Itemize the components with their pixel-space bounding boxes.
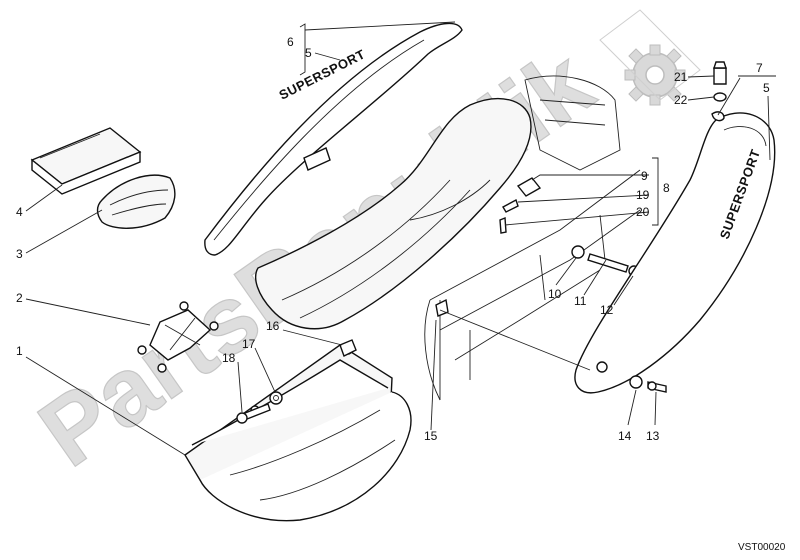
part-booklet [30, 127, 142, 195]
part-side-panel-right: SUPERSPORT [574, 111, 776, 394]
leader-lines [25, 21, 776, 456]
callout-12: 12 [600, 303, 614, 317]
part-bracket [137, 301, 219, 373]
callout-5-left: 5 [305, 46, 312, 60]
callout-9: 9 [641, 169, 648, 183]
callout-15: 15 [424, 429, 438, 443]
callout-17: 17 [242, 337, 256, 351]
callout-2: 2 [16, 291, 23, 305]
part-undertray [184, 344, 412, 522]
part-fasteners-top [713, 61, 727, 102]
callout-10: 10 [548, 287, 562, 301]
part-clip [435, 298, 449, 317]
callout-20: 20 [636, 205, 650, 219]
callout-18: 18 [222, 351, 236, 365]
callout-13: 13 [646, 429, 660, 443]
part-seat-cover [96, 174, 176, 229]
part-seat-lock-hardware [499, 177, 542, 234]
callout-8: 8 [663, 181, 670, 195]
callout-4: 4 [16, 205, 23, 219]
drawing-code: VST00020 [738, 542, 786, 553]
callout-22: 22 [674, 93, 688, 107]
callout-16: 16 [266, 319, 280, 333]
part-seat [254, 97, 532, 330]
callout-11: 11 [574, 294, 587, 308]
callout-7: 7 [756, 61, 763, 75]
part-fasteners-bottom [629, 375, 667, 393]
callout-labels: 1 2 3 4 6 5 18 17 16 15 9 19 20 8 10 11 … [16, 35, 770, 443]
part-fasteners-undertray [236, 339, 357, 424]
callout-14: 14 [618, 429, 632, 443]
callout-3: 3 [16, 247, 23, 261]
callout-21: 21 [674, 70, 688, 84]
part-subframe [424, 75, 641, 401]
callout-5-right: 5 [763, 81, 770, 95]
gear-icon [624, 44, 686, 106]
callout-19: 19 [636, 188, 650, 202]
callout-6: 6 [287, 35, 294, 49]
callout-1: 1 [16, 344, 23, 358]
